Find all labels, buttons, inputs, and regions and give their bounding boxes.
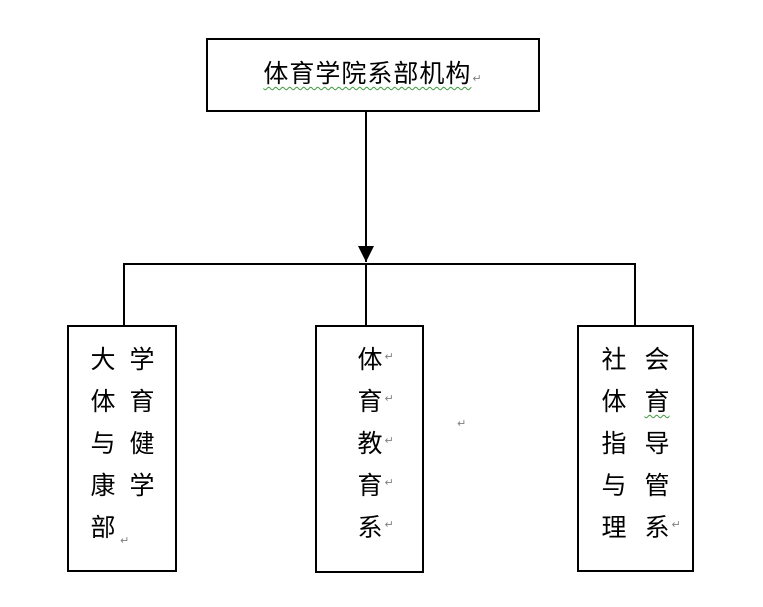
- vertical-char: 导: [644, 429, 670, 458]
- vertical-char: 健: [129, 429, 155, 458]
- paragraph-mark-icon: ↵: [384, 518, 394, 531]
- text-column-left-2: 学 育 健 学: [127, 339, 157, 507]
- vertical-char: 大: [90, 345, 116, 374]
- vertical-char: 体: [601, 387, 627, 416]
- text-column-left-1: 大 体 与 康 部↵: [88, 339, 129, 549]
- vertical-char: 教↵: [355, 423, 393, 465]
- vertical-char-text: 育: [357, 387, 383, 416]
- vertical-char-text: 育: [357, 471, 383, 500]
- vertical-char: 体: [90, 387, 116, 416]
- vertical-char: 社: [601, 345, 627, 374]
- paragraph-mark-icon: ↵: [384, 392, 394, 405]
- vertical-char: 部↵: [88, 507, 129, 549]
- vertical-char: 康: [90, 471, 116, 500]
- text-column-right-1: 社 体 指 与 理: [599, 339, 629, 549]
- paragraph-mark-icon: ↵: [457, 417, 467, 430]
- vertical-char: 与: [90, 429, 116, 458]
- paragraph-mark-icon: ↵: [120, 534, 130, 547]
- root-node-title: 体育学院系部机构↵: [208, 54, 538, 99]
- vertical-char: 与: [601, 471, 627, 500]
- root-title-text: 体育学院系部机构: [263, 59, 472, 88]
- vertical-char: 育: [129, 387, 155, 416]
- department-box-middle: 体↵ 育↵ 教↵ 育↵ 系↵: [315, 325, 424, 573]
- vertical-char: 会: [644, 345, 670, 374]
- vertical-char-text: 教: [357, 429, 383, 458]
- vertical-char: 学: [129, 471, 155, 500]
- root-node-box: 体育学院系部机构↵: [206, 38, 540, 112]
- paragraph-mark-icon: ↵: [384, 434, 394, 447]
- paragraph-mark-icon: ↵: [384, 476, 394, 489]
- department-box-left: 大 体 与 康 部↵ 学 育 健 学: [67, 325, 177, 572]
- vertical-char-text: 系: [357, 513, 383, 542]
- department-box-right: 社 体 指 与 理 会 育 导 管 系↵: [577, 325, 694, 572]
- vertical-char: 育↵: [355, 381, 393, 423]
- paragraph-mark-icon: ↵: [384, 350, 394, 363]
- vertical-char: 育: [642, 381, 672, 423]
- vertical-char-text: 育: [644, 387, 670, 416]
- text-column-middle: 体↵ 育↵ 教↵ 育↵ 系↵: [355, 339, 393, 549]
- vertical-char: 育↵: [355, 465, 393, 507]
- paragraph-mark-icon: ↵: [671, 518, 681, 531]
- vertical-char-text: 体: [357, 345, 383, 374]
- vertical-char: 学: [129, 345, 155, 374]
- vertical-char-text: 部: [90, 513, 116, 542]
- vertical-char: 管: [644, 471, 670, 500]
- text-column-right-2: 会 育 导 管 系↵: [642, 339, 680, 549]
- vertical-char: 指: [601, 429, 627, 458]
- vertical-char: 系↵: [355, 507, 393, 549]
- vertical-char-text: 系: [644, 513, 670, 542]
- paragraph-mark-icon: ↵: [472, 72, 483, 85]
- vertical-char: 理: [601, 513, 627, 542]
- vertical-char: 系↵: [642, 507, 680, 549]
- vertical-char: 体↵: [355, 339, 393, 381]
